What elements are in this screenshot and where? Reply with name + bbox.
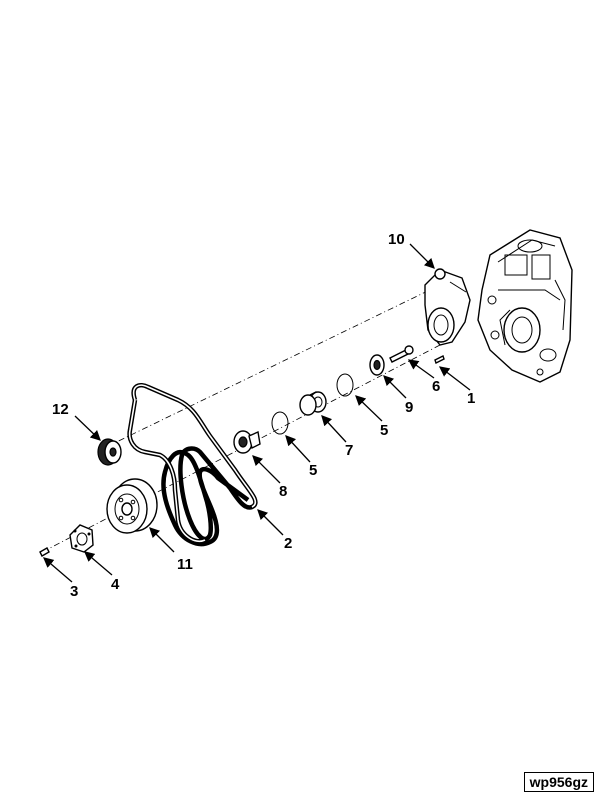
callout-8: 8 xyxy=(279,483,287,500)
callout-11: 11 xyxy=(177,556,193,573)
figure-id-label: wp956gz xyxy=(523,772,594,792)
crankshaft-pulley xyxy=(106,478,158,534)
callout-10: 10 xyxy=(388,231,405,248)
bolt xyxy=(389,345,414,363)
pulley-hub xyxy=(69,524,94,553)
snap-ring-lower xyxy=(271,411,289,435)
spacer xyxy=(299,391,327,416)
callout-9: 9 xyxy=(405,399,413,416)
callout-5-upper: 5 xyxy=(380,422,388,439)
screw xyxy=(434,355,445,364)
callout-7: 7 xyxy=(345,442,353,459)
callout-4: 4 xyxy=(111,576,120,593)
tensioner-pulley xyxy=(97,438,122,466)
leader-arrows xyxy=(43,243,471,583)
bearing xyxy=(369,354,385,376)
callout-6: 6 xyxy=(432,378,440,395)
engine-front-cover xyxy=(477,229,573,383)
callout-labels: 1 2 3 4 5 5 6 7 8 9 10 11 12 xyxy=(52,231,475,600)
snap-ring-upper xyxy=(336,373,354,397)
callout-2: 2 xyxy=(284,535,292,552)
callout-12: 12 xyxy=(52,401,69,418)
idler-shaft xyxy=(233,430,261,454)
callout-5-lower: 5 xyxy=(309,462,317,479)
hub-screw xyxy=(39,547,50,557)
callout-3: 3 xyxy=(70,583,78,600)
bracket-housing xyxy=(424,268,471,346)
drive-belt xyxy=(127,382,258,547)
callout-1: 1 xyxy=(467,390,475,407)
